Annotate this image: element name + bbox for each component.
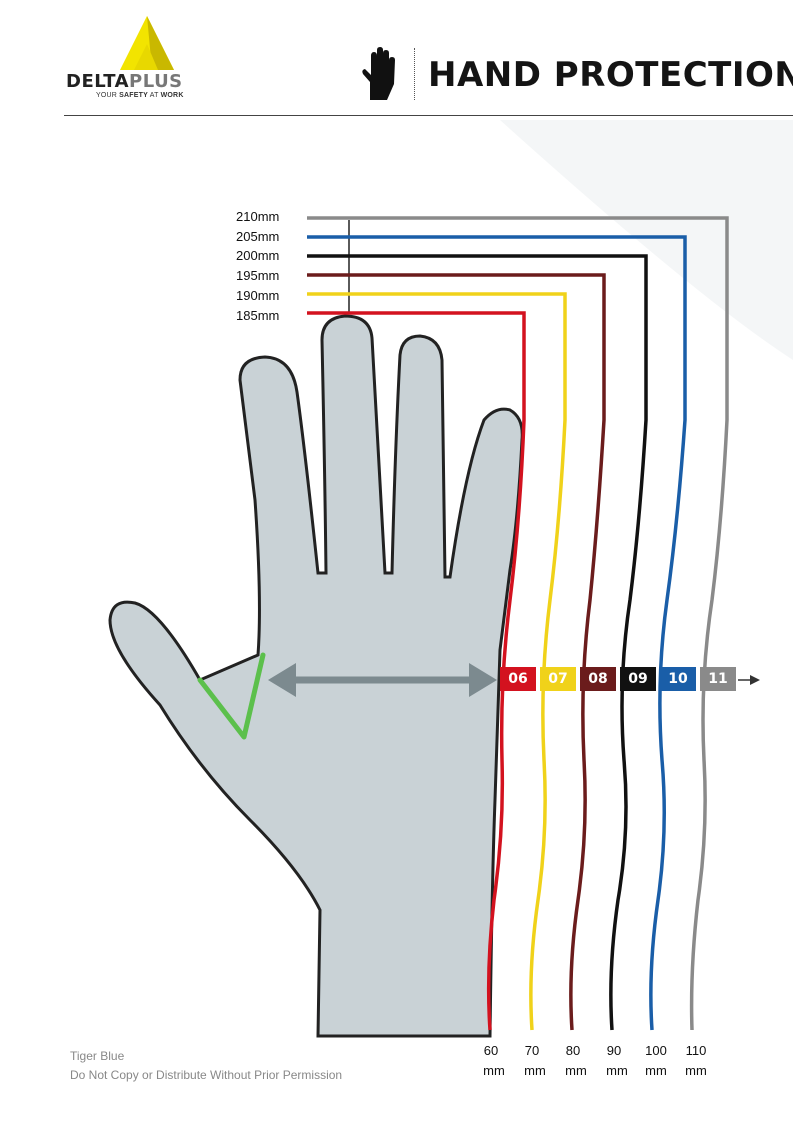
circumference-value-100: 100 bbox=[645, 1043, 667, 1058]
header-divider bbox=[64, 115, 793, 116]
header-separator bbox=[414, 48, 415, 100]
size-chip-11: 11 bbox=[700, 667, 736, 691]
size-chip-09: 09 bbox=[620, 667, 656, 691]
length-label-185: 185mm bbox=[236, 308, 280, 323]
size-axis-arrowhead bbox=[750, 675, 760, 685]
length-line-195 bbox=[307, 273, 606, 1031]
footer-copyright: Do Not Copy or Distribute Without Prior … bbox=[70, 1068, 343, 1082]
brand-left: DELTA bbox=[66, 71, 130, 92]
footer-source: Tiger Blue bbox=[70, 1049, 125, 1063]
length-label-190: 190mm bbox=[236, 288, 280, 303]
palm-width-arrow bbox=[268, 663, 497, 697]
circumference-value-60: 60 bbox=[483, 1043, 499, 1058]
length-line-185 bbox=[307, 311, 526, 1031]
length-label-195: 195mm bbox=[236, 268, 280, 283]
circumference-value-90: 90 bbox=[606, 1043, 622, 1058]
length-line-205 bbox=[307, 235, 687, 1031]
circumference-unit-60: mm bbox=[483, 1063, 505, 1078]
circumference-unit-80: mm bbox=[565, 1063, 587, 1078]
size-chip-08: 08 bbox=[580, 667, 616, 691]
hand-silhouette bbox=[108, 314, 524, 1038]
tagline-mid: SAFETY bbox=[119, 92, 148, 99]
circumference-value-80: 80 bbox=[565, 1043, 581, 1058]
length-line-210 bbox=[307, 216, 729, 1031]
length-label-210: 210mm bbox=[236, 209, 280, 224]
tagline-at: AT bbox=[148, 92, 161, 99]
glove-icon bbox=[362, 47, 395, 100]
circumference-unit-100: mm bbox=[645, 1063, 667, 1078]
brand-name: DELTAPLUS bbox=[66, 72, 183, 92]
length-line-190 bbox=[307, 292, 567, 1031]
deltaplus-logo-icon bbox=[120, 16, 174, 70]
circumference-value-70: 70 bbox=[524, 1043, 540, 1058]
circumference-value-110: 110 bbox=[685, 1043, 707, 1058]
header: DELTAPLUS YOUR SAFETY AT WORK HAND PROTE… bbox=[0, 0, 793, 120]
brand-tagline: YOUR SAFETY AT WORK bbox=[96, 92, 184, 99]
size-chip-10: 10 bbox=[660, 667, 696, 691]
tagline-end: WORK bbox=[160, 92, 184, 99]
page-title: HAND PROTECTION bbox=[428, 55, 793, 95]
size-chip-07: 07 bbox=[540, 667, 576, 691]
size-chip-06: 06 bbox=[500, 667, 536, 691]
tagline-pre: YOUR bbox=[96, 92, 120, 99]
circumference-unit-110: mm bbox=[685, 1063, 707, 1078]
brand-right: PLUS bbox=[129, 71, 183, 92]
length-label-205: 205mm bbox=[236, 229, 280, 244]
circumference-unit-90: mm bbox=[606, 1063, 628, 1078]
thumb-crotch-marker bbox=[197, 652, 266, 740]
length-line-200 bbox=[307, 254, 648, 1031]
circumference-unit-70: mm bbox=[524, 1063, 546, 1078]
length-label-200: 200mm bbox=[236, 248, 280, 263]
